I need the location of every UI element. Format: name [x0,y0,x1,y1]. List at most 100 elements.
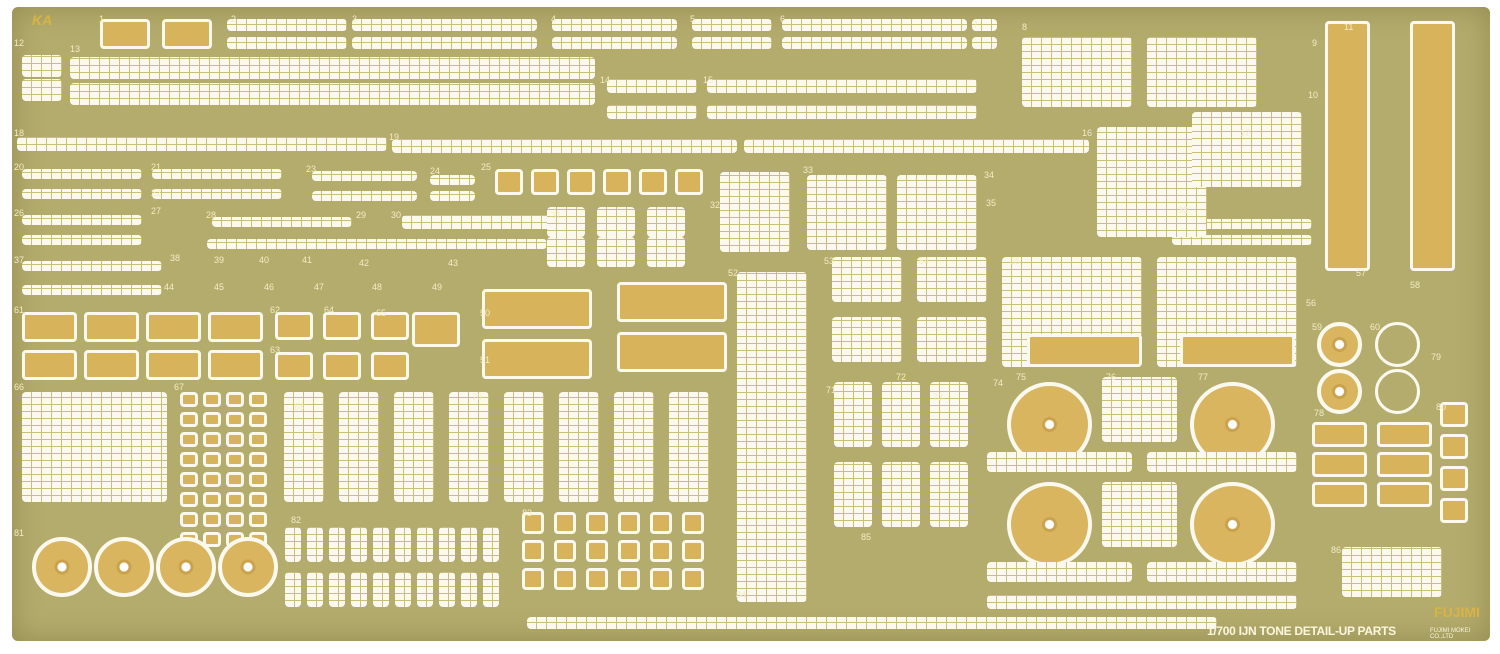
etched-part [208,312,263,342]
etched-part [22,55,62,77]
etched-part [1317,322,1362,367]
etched-part [1147,562,1297,582]
part-number: 17 [1240,128,1251,138]
part-number: 78 [1314,408,1325,418]
part-number: 70 [472,392,483,402]
etched-part [417,527,433,562]
etched-part [430,175,475,185]
part-number: 8 [1022,22,1028,32]
part-number: 68 [294,402,305,412]
etched-part [614,392,654,502]
etched-part [203,472,221,487]
part-number: 25 [481,162,492,172]
etched-part [987,452,1132,472]
part-number: 11 [1344,22,1354,32]
etched-part [152,169,282,179]
part-number: 85 [861,532,872,542]
etched-part [650,568,672,590]
etched-part [249,492,267,507]
part-number: 20 [14,162,25,172]
etched-part [1377,482,1432,507]
etched-part [208,350,263,380]
etched-part [552,19,677,31]
part-number: 19 [389,132,400,142]
part-number: 84 [736,590,747,600]
etched-part [449,392,489,502]
etched-part [152,189,282,199]
part-number: 56 [1306,298,1317,308]
etched-part [707,105,977,119]
etched-part [22,261,162,271]
etched-part [156,537,216,597]
part-number: 7 [973,20,979,30]
etched-part [203,532,221,547]
etched-part [70,57,595,79]
etched-part [1440,434,1468,459]
etched-part [1410,21,1455,271]
part-number: 22 [151,188,162,198]
etched-part [203,452,221,467]
etched-part [744,139,1089,153]
etched-part [1147,37,1257,107]
part-number: 38 [170,253,181,263]
etched-part [227,37,347,49]
etched-part [552,37,677,49]
etched-part [647,207,685,237]
part-number: 39 [214,255,225,265]
etched-part [226,472,244,487]
part-number: 60 [1370,322,1381,332]
etched-part [567,169,595,195]
etched-part [834,462,872,527]
etched-part [930,462,968,527]
etched-part [527,617,1217,629]
etched-part [554,540,576,562]
etched-part [1097,127,1207,237]
part-number: 83 [522,508,533,518]
part-number: 37 [14,255,25,265]
etched-part [218,537,278,597]
etched-part [483,572,499,607]
etched-part [1375,369,1420,414]
etched-part [180,412,198,427]
etched-part [554,512,576,534]
part-number: 12 [14,38,25,48]
etched-part [307,572,323,607]
part-number: 81 [14,528,25,538]
part-number: 28 [206,210,217,220]
etched-part [617,282,727,322]
etched-part [682,568,704,590]
etched-part [617,332,727,372]
part-number: 66 [14,382,25,392]
part-number: 40 [259,255,270,265]
etched-part [146,350,201,380]
etched-part [70,83,595,105]
etched-part [832,317,902,362]
etched-part [180,452,198,467]
part-number: 18 [14,128,25,138]
etched-part [707,79,977,93]
part-number: 33 [803,165,814,175]
etched-part [597,237,635,267]
etched-part [1027,334,1142,367]
etched-part [203,392,221,407]
part-number: 21 [151,162,162,172]
part-number: 59 [1312,322,1323,332]
etched-part [351,572,367,607]
etched-part [373,527,389,562]
part-number: 47 [314,282,325,292]
part-number: 1 [99,14,105,24]
etched-part [495,169,523,195]
part-number: 2 [231,14,237,24]
etched-part [323,312,361,340]
etched-part [226,432,244,447]
etched-part [682,512,704,534]
fujimi-logo: FUJIMI [1434,604,1480,620]
etched-part [972,37,997,49]
etched-part [22,350,77,380]
etched-part [275,312,313,340]
part-number: 52 [728,268,739,278]
etched-part [352,19,537,31]
part-number: 36 [1178,205,1189,215]
ka-logo: KA [32,12,53,28]
part-number: 76 [1106,372,1117,382]
